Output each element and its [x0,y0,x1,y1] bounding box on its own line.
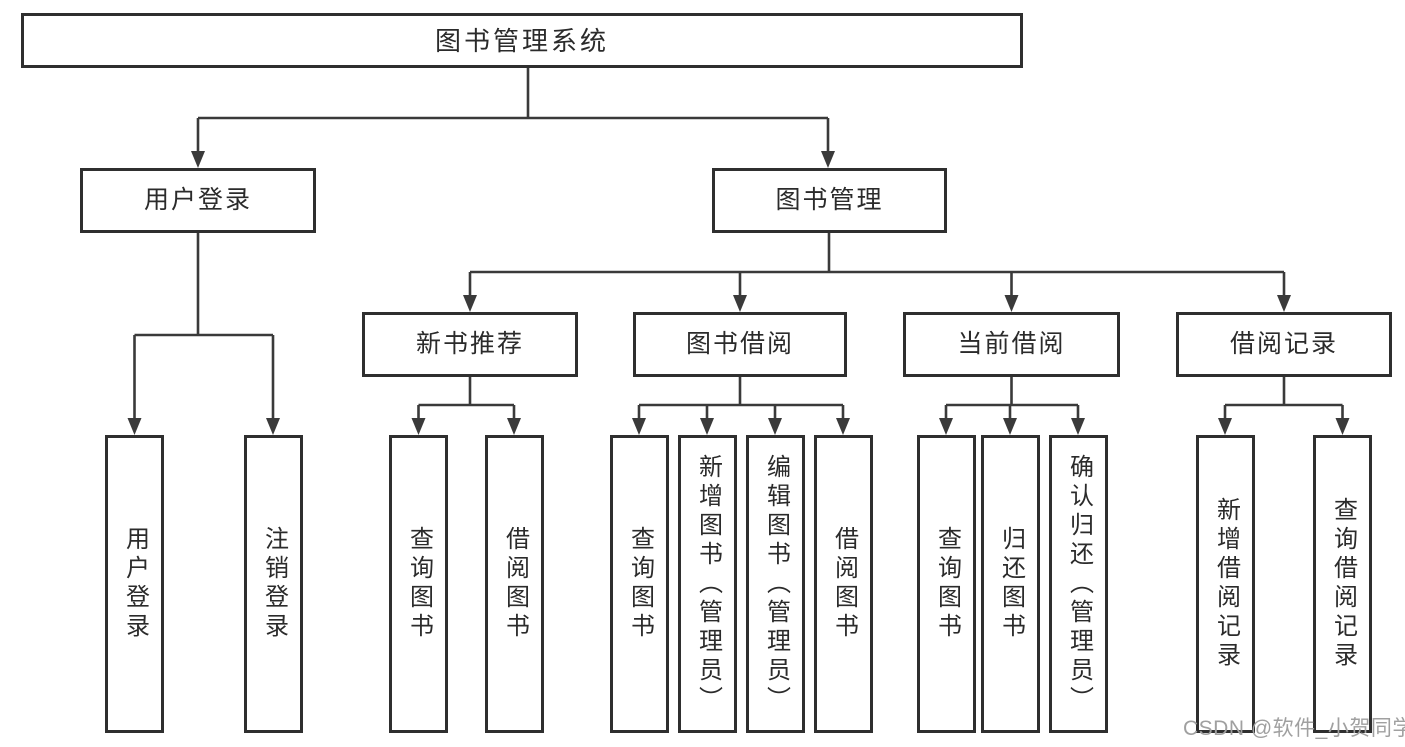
leaf-label: 查询图书 [626,526,654,642]
leaf-user-login: 用户登录 [105,435,164,733]
leaf-label: 编辑图书（管理员） [762,453,790,715]
leaf-label: 用户登录 [121,526,149,642]
leaf-label: 借阅图书 [501,526,529,642]
leaf-logout: 注销登录 [244,435,303,733]
leaf-borrow-books-1: 借阅图书 [485,435,544,733]
leaf-label: 注销登录 [260,526,288,642]
leaf-query-books-1: 查询图书 [389,435,448,733]
node-user-login: 用户登录 [80,168,316,233]
connector-book-mgmt-to-level3 [463,233,1291,312]
connector-user-login-to-leaves [127,233,280,435]
leaf-label: 查询借阅记录 [1329,497,1357,671]
leaf-return-book: 归还图书 [981,435,1040,733]
leaf-query-books-2: 查询图书 [610,435,669,733]
leaf-edit-book-admin: 编辑图书（管理员） [746,435,805,733]
leaf-query-borrow-record: 查询借阅记录 [1313,435,1372,733]
leaf-confirm-return-admin: 确认归还（管理员） [1049,435,1108,733]
node-book-borrowing: 图书借阅 [633,312,847,377]
leaf-label: 新增图书（管理员） [694,453,722,715]
leaf-add-borrow-record: 新增借阅记录 [1196,435,1255,733]
csdn-watermark: CSDN @软件_小贺同学 [1183,717,1405,740]
node-book-management: 图书管理 [712,168,947,233]
node-new-book-recommendation: 新书推荐 [362,312,578,377]
node-borrowing-records: 借阅记录 [1176,312,1392,377]
leaf-label: 查询图书 [405,526,433,642]
node-library-management-system: 图书管理系统 [21,13,1023,68]
leaf-borrow-books-2: 借阅图书 [814,435,873,733]
connector-root-to-level2 [191,68,835,168]
leaf-label: 新增借阅记录 [1212,497,1240,671]
connector-new-book-rec-to-leaves [411,377,521,435]
leaf-label: 查询图书 [933,526,961,642]
connector-borrow-records-to-leaves [1218,377,1350,435]
leaf-add-book-admin: 新增图书（管理员） [678,435,737,733]
leaf-label: 归还图书 [997,526,1025,642]
leaf-label: 确认归还（管理员） [1065,453,1093,715]
connector-current-borrow-to-leaves [939,377,1085,435]
leaf-query-books-3: 查询图书 [917,435,976,733]
leaf-label: 借阅图书 [830,526,858,642]
connector-book-borrow-to-leaves [632,377,850,435]
node-current-borrowing: 当前借阅 [903,312,1120,377]
